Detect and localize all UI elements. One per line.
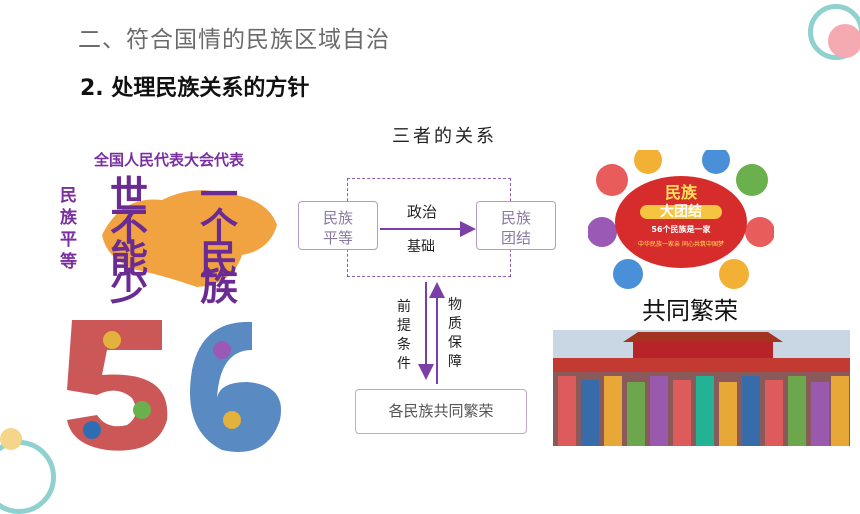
unity-line1: 民族	[665, 183, 698, 202]
caption-common-prosperity: 共同繁荣	[642, 297, 738, 325]
unity-line2: 大团结	[660, 203, 702, 220]
china-map-icon	[102, 190, 277, 287]
poster-ethnic-equality: 全国人民代表大会代表 民族平等 世 不 能 少 一 个 民 族	[52, 149, 286, 305]
poster-char: 少	[110, 265, 149, 305]
vertical-label-premise: 前提条件	[397, 299, 411, 372]
node-ethnic-unity: 民族 团结	[476, 201, 556, 250]
node-common-prosperity: 各民族共同繁荣	[355, 389, 527, 434]
node-equality-line1: 民族	[322, 209, 353, 227]
poster-char: 不	[110, 205, 149, 249]
poster-char: 民	[200, 237, 239, 281]
poster-char: 族	[200, 265, 239, 305]
photo-crowd-tiananmen	[553, 330, 850, 446]
node-unity-line1: 民族	[500, 209, 531, 227]
poster-char: 能	[110, 237, 149, 281]
poster-headline: 全国人民代表大会代表	[93, 151, 244, 169]
decor-dot-yellow	[0, 428, 22, 450]
poster-char: 世	[110, 173, 149, 217]
poster-side-text: 民族平等	[60, 186, 77, 272]
sub-title: 2. 处理民族关系的方针	[80, 76, 310, 101]
diagram-arrows	[380, 221, 476, 384]
edge-label-basis: 基础	[407, 239, 435, 255]
poster-char: 一	[200, 173, 239, 217]
photo-people-56	[52, 310, 302, 460]
unity-badge: 56个民族是一家	[651, 224, 711, 234]
poster-char: 个	[200, 205, 239, 249]
section-title: 二、符合国情的民族区域自治	[78, 27, 390, 53]
diagram-title: 三者的关系	[392, 126, 497, 147]
edge-label-politics: 政治	[407, 203, 438, 221]
vertical-label-material: 物质保障	[448, 297, 462, 370]
decor-dot-pink	[828, 24, 860, 58]
node-unity-line2: 团结	[500, 229, 531, 247]
unity-tagline: 中华民族一家亲 同心共筑中国梦	[638, 240, 724, 248]
poster-ethnic-unity: 民族 大团结 56个民族是一家 中华民族一家亲 同心共筑中国梦	[588, 150, 774, 289]
node-equality-line2: 平等	[322, 229, 353, 247]
node-ethnic-equality: 民族 平等	[298, 201, 378, 250]
